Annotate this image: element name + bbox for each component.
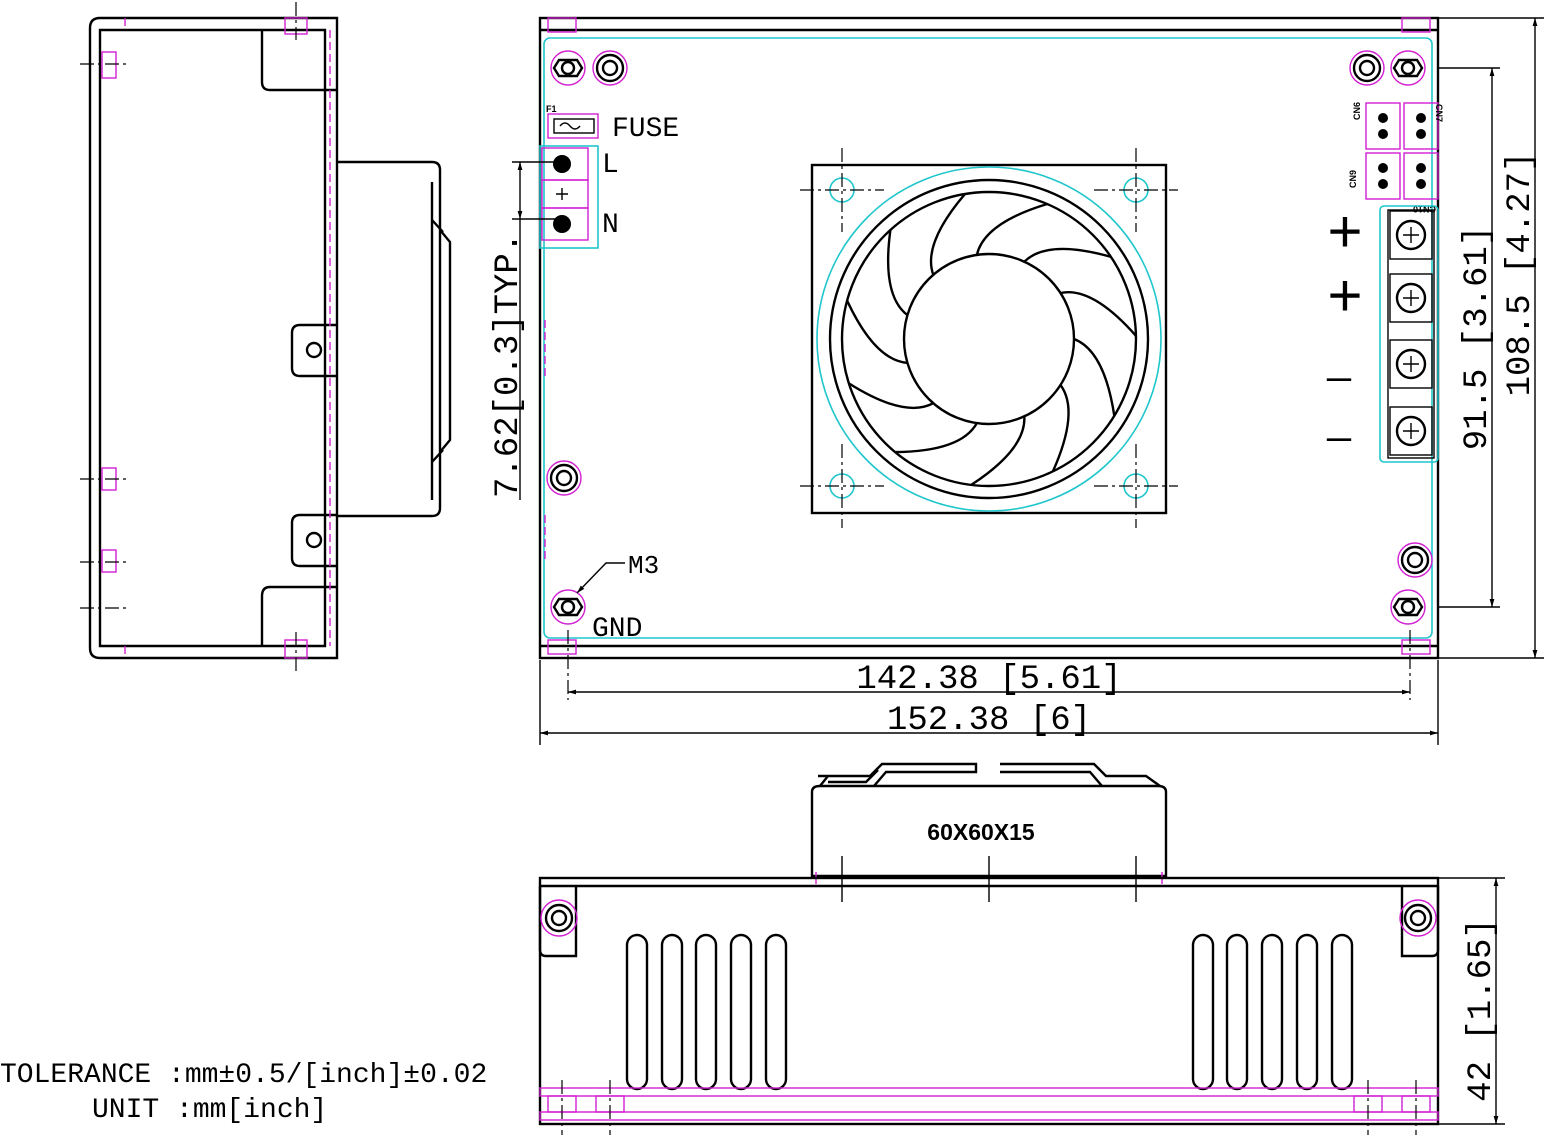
fan-blade — [848, 382, 934, 410]
mount-nut-mid-left — [546, 460, 582, 496]
mount-nut-gnd — [550, 589, 586, 625]
output-neg-1: — — [1326, 358, 1352, 403]
fan-blade — [1073, 337, 1116, 416]
mount-nut-bottom-right-2 — [1390, 589, 1426, 625]
output-screw-2 — [1389, 273, 1433, 323]
vent-slot — [1330, 933, 1354, 1091]
fan-blade — [846, 300, 908, 365]
cn9-label: CN9 — [1348, 170, 1358, 188]
output-screw-1 — [1389, 210, 1433, 260]
line-label: L — [602, 150, 619, 181]
cn7-label: CN7 — [1434, 104, 1444, 122]
fan-size-label: 60X60X15 — [927, 819, 1035, 845]
notes: TOLERANCE :mm±0.5/[inch]±0.02 UNIT :mm[i… — [0, 1060, 487, 1126]
output-screw-3 — [1389, 339, 1433, 389]
fan-blade — [975, 202, 1048, 256]
output-pos-2: + — [1327, 267, 1363, 335]
signal-connectors: CN6 CN7 CN9 CN10 — [1348, 102, 1444, 214]
vent-slot — [764, 933, 788, 1091]
height-label: 42 [1.65] — [1463, 918, 1501, 1102]
mount-nut-top-left-1 — [550, 50, 586, 86]
vent-slots — [625, 933, 1354, 1091]
output-neg-2: — — [1326, 418, 1352, 463]
depth-dimensions: 91.5 [3.61] 108.5 [4.27] — [1438, 17, 1544, 659]
fan-blade — [886, 229, 909, 317]
hole-spacing-width-label: 142.38 [5.61] — [856, 661, 1121, 699]
fan — [800, 148, 1178, 528]
fuse-label: FUSE — [612, 114, 679, 145]
overall-depth-label: 108.5 [4.27] — [1502, 152, 1540, 397]
output-pos-1: + — [1327, 203, 1363, 271]
pitch-label: 7.62[0.3]TYP. — [490, 233, 528, 498]
vent-slot — [1225, 933, 1249, 1091]
side-view — [80, 2, 452, 675]
m3-callout: M3 GND — [576, 551, 659, 645]
tolerance-note: TOLERANCE :mm±0.5/[inch]±0.02 — [0, 1060, 487, 1091]
top-view: F1 FUSE L N 7.62[0.3]TYP. — [490, 16, 1444, 700]
gnd-label: GND — [592, 614, 642, 645]
input-terminal: L N — [539, 145, 619, 249]
vent-slot — [694, 933, 718, 1091]
unit-note: UNIT :mm[inch] — [92, 1095, 327, 1126]
fan-blade — [1023, 247, 1112, 263]
fan-blade — [1060, 291, 1137, 337]
output-terminal-block: + + — — — [1326, 203, 1439, 463]
vent-slot — [1191, 933, 1215, 1091]
cn10-label: CN10 — [1413, 204, 1436, 214]
vent-slot — [660, 933, 684, 1091]
vent-slot — [1295, 933, 1319, 1091]
cn6-label: CN6 — [1352, 102, 1362, 120]
fan-blade — [1051, 384, 1070, 472]
fan-blade — [895, 422, 978, 454]
mount-nut-top-left-2 — [592, 50, 628, 86]
vent-slot — [625, 933, 649, 1091]
m3-label: M3 — [628, 551, 659, 581]
vent-slot — [1260, 933, 1284, 1091]
fan-blade — [929, 193, 966, 276]
fan-blade — [970, 416, 1026, 486]
height-dimension: 42 [1.65] — [1438, 877, 1505, 1125]
fuse-symbol: F1 FUSE — [546, 104, 679, 145]
mount-nut-top-right-2 — [1390, 50, 1426, 86]
neutral-label: N — [602, 210, 619, 241]
vent-slot — [729, 933, 753, 1091]
hole-spacing-depth-label: 91.5 [3.61] — [1459, 226, 1497, 450]
mount-nut-top-right-1 — [1349, 50, 1385, 86]
width-dimensions: 142.38 [5.61] 152.38 [6] — [539, 660, 1439, 745]
front-view: 60X60X15 — [538, 762, 1440, 1135]
pitch-dimension: 7.62[0.3]TYP. — [490, 161, 560, 500]
overall-width-label: 152.38 [6] — [887, 702, 1091, 740]
fuse-ref: F1 — [546, 104, 557, 114]
mount-nut-bottom-right-1 — [1397, 542, 1433, 578]
output-screw-4 — [1389, 406, 1433, 456]
